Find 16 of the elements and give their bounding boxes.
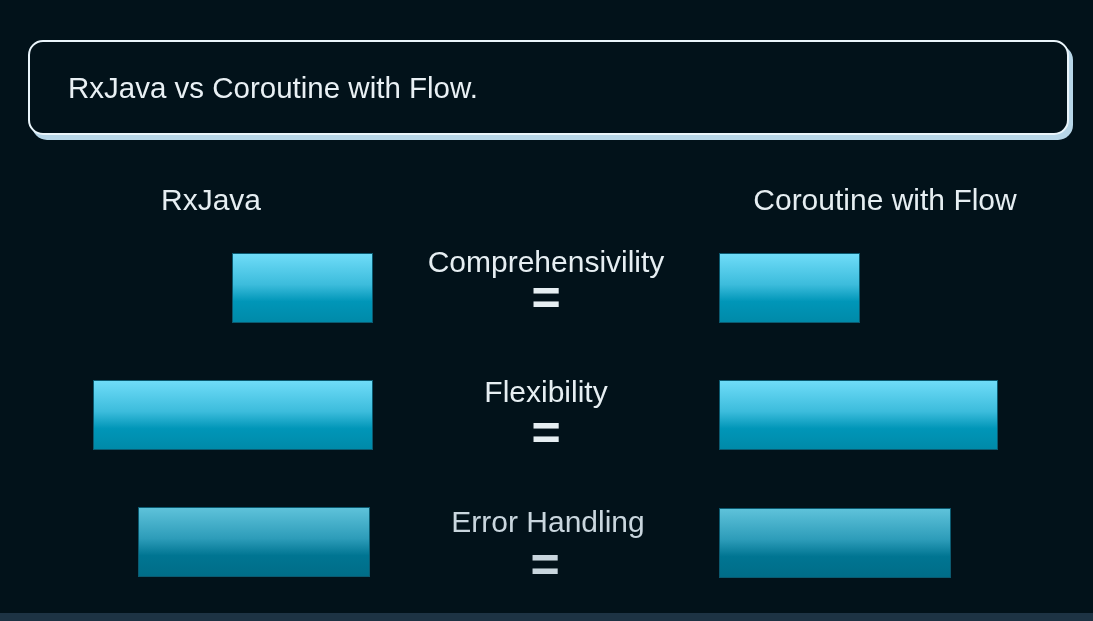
- column-heading: Coroutine with Flow: [753, 185, 1017, 215]
- equals-sign: =: [531, 418, 561, 448]
- criterion-label: Error Handling: [451, 507, 645, 537]
- comparison-bar: [719, 380, 998, 450]
- comparison-bar: [232, 253, 373, 323]
- comparison-bar: [138, 507, 370, 577]
- title-box: [28, 40, 1073, 140]
- comparison-bar: [93, 380, 373, 450]
- comparison-bar: [719, 253, 860, 323]
- equals-sign: =: [531, 283, 561, 313]
- column-heading: RxJava: [161, 185, 261, 215]
- title-text: RxJava vs Coroutine with Flow.: [68, 71, 478, 105]
- equals-sign: =: [530, 550, 560, 580]
- comparison-bar: [719, 508, 951, 578]
- criterion-label: Comprehensivility: [427, 247, 665, 277]
- criterion-label: Flexibility: [484, 377, 608, 407]
